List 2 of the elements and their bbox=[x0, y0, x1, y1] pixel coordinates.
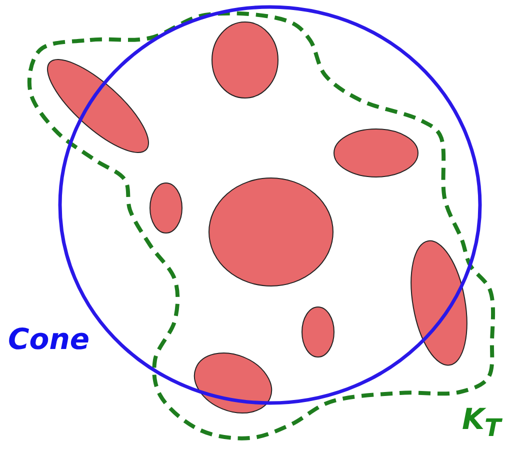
cone-label: Cone bbox=[8, 322, 90, 356]
set-label: K$_{T}$ bbox=[462, 402, 501, 442]
